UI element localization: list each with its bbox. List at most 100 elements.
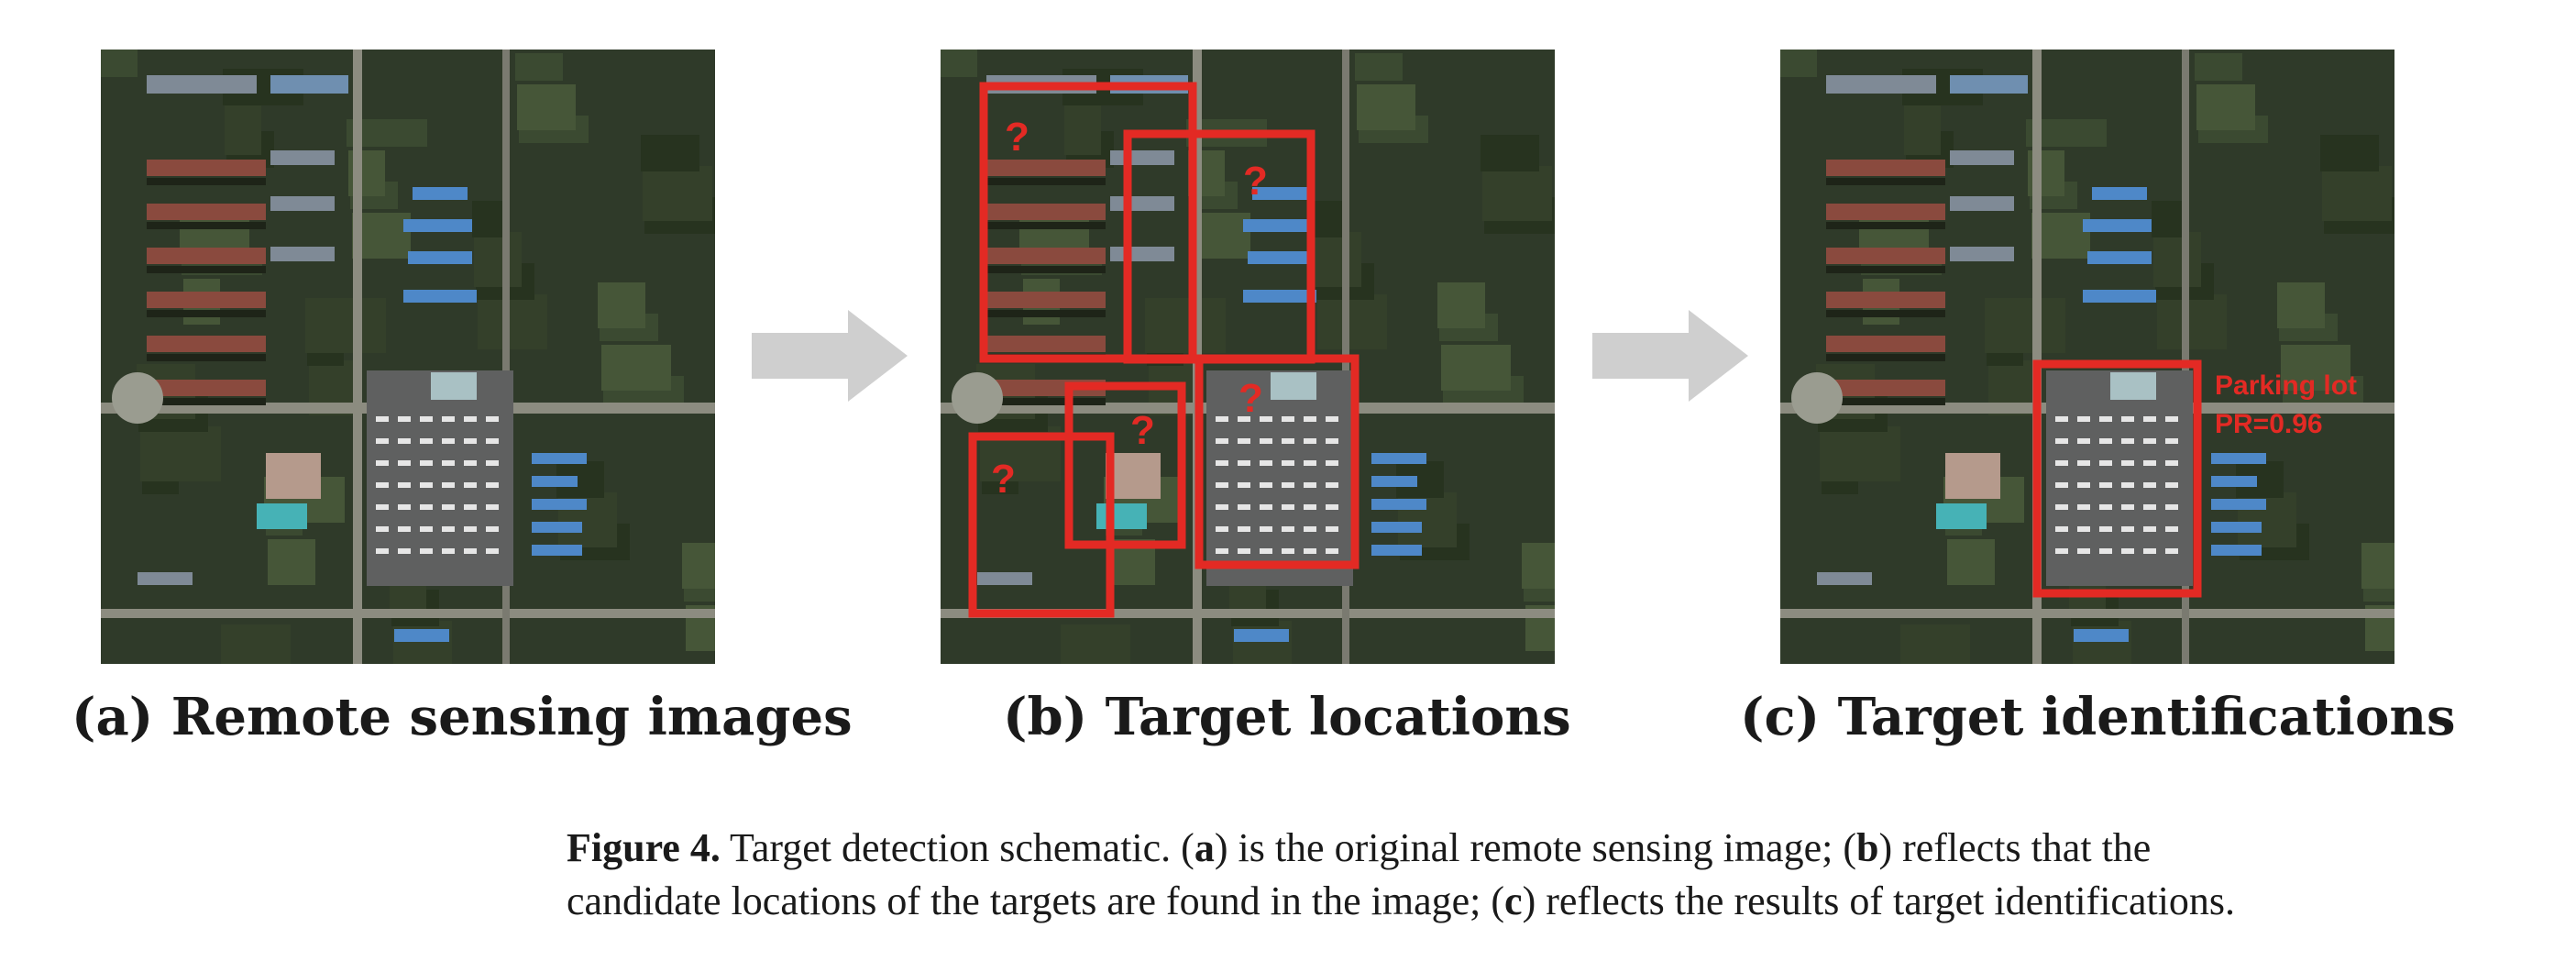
building-roof	[2211, 476, 2257, 487]
vegetation-patch	[1985, 298, 2065, 353]
parked-vehicle	[1304, 438, 1316, 444]
road	[502, 50, 510, 664]
building-roof	[147, 336, 266, 352]
parked-vehicle	[2121, 482, 2134, 488]
building-roof	[147, 204, 266, 220]
building-roof	[403, 219, 472, 232]
vegetation-patch	[1900, 624, 1970, 664]
parked-vehicle	[2055, 482, 2068, 488]
building-roof	[2211, 545, 2262, 556]
vegetation-patch	[305, 298, 386, 353]
building-shadow	[1826, 354, 1945, 361]
vegetation-patch	[1780, 50, 1817, 77]
building-roof	[147, 292, 266, 308]
parked-vehicle	[2143, 504, 2156, 510]
parked-vehicle	[1282, 504, 1294, 510]
building-roof	[147, 75, 257, 94]
parked-vehicle	[1282, 482, 1294, 488]
vegetation-patch	[641, 135, 699, 171]
caption-text: ) is the original remote sensing image; …	[1214, 825, 1856, 870]
parked-vehicle	[376, 482, 389, 488]
parked-vehicle	[420, 438, 433, 444]
building-roof	[2211, 522, 2262, 533]
arrow-shape	[752, 310, 908, 402]
parked-vehicle	[1238, 548, 1250, 554]
building-roof	[1243, 290, 1316, 303]
parked-vehicle	[486, 460, 499, 466]
building-shadow	[1826, 178, 1945, 185]
parked-vehicle	[1326, 416, 1338, 422]
vegetation-patch	[1947, 539, 1995, 585]
parked-vehicle	[2121, 416, 2134, 422]
building-roof	[270, 150, 335, 165]
question-mark-1: ?	[1005, 115, 1029, 160]
parked-vehicle	[442, 460, 455, 466]
building-roof	[1110, 196, 1174, 211]
parked-vehicle	[420, 548, 433, 554]
building-shadow	[147, 178, 266, 185]
building-shadow	[986, 266, 1106, 273]
parked-vehicle	[2099, 526, 2112, 532]
building-roof	[1271, 372, 1316, 400]
parked-vehicle	[1326, 460, 1338, 466]
building-shadow	[986, 178, 1106, 185]
parked-vehicle	[1304, 460, 1316, 466]
parked-vehicle	[398, 438, 411, 444]
building-roof	[270, 247, 335, 261]
parked-vehicle	[1238, 504, 1250, 510]
plaza	[1791, 372, 1843, 424]
parked-vehicle	[1260, 438, 1272, 444]
building-roof	[1826, 75, 1936, 94]
parked-vehicle	[420, 460, 433, 466]
parked-vehicle	[464, 416, 477, 422]
parked-vehicle	[1260, 548, 1272, 554]
question-mark-3: ?	[1238, 376, 1263, 421]
parked-vehicle	[2121, 438, 2134, 444]
plaza	[952, 372, 1003, 424]
vegetation-patch	[1522, 543, 1555, 589]
parked-vehicle	[464, 438, 477, 444]
parked-vehicle	[2165, 482, 2178, 488]
parked-vehicle	[486, 416, 499, 422]
parked-vehicle	[398, 460, 411, 466]
parked-vehicle	[420, 504, 433, 510]
building-roof	[1106, 453, 1161, 499]
vegetation-patch	[2153, 232, 2201, 287]
vegetation-patch	[1061, 624, 1130, 664]
figure-caption-line-2: candidate locations of the targets are f…	[567, 875, 2565, 928]
vegetation-patch	[1355, 53, 1403, 81]
parked-vehicle	[1216, 548, 1228, 554]
building-roof	[532, 476, 578, 487]
building-shadow	[1826, 266, 1945, 273]
parked-vehicle	[2143, 548, 2156, 554]
building-shadow	[147, 222, 266, 229]
building-roof	[986, 292, 1106, 308]
building-roof	[1110, 150, 1174, 165]
parked-vehicle	[2165, 416, 2178, 422]
building-roof	[1826, 160, 1945, 176]
parked-vehicle	[2077, 526, 2090, 532]
caption-c: (c) Target identifications	[1740, 687, 2456, 747]
building-roof	[2110, 372, 2156, 400]
parked-vehicle	[2143, 416, 2156, 422]
parked-vehicle	[1238, 526, 1250, 532]
building-roof	[147, 380, 266, 396]
building-roof	[532, 499, 587, 510]
satellite-scene	[1780, 50, 2394, 664]
identified-parking-lot-box	[2032, 359, 2202, 598]
building-roof	[1950, 247, 2014, 261]
vegetation-patch	[225, 100, 261, 155]
building-roof	[986, 204, 1106, 220]
parked-vehicle	[1282, 526, 1294, 532]
arrow-right-icon	[1592, 310, 1748, 405]
building-roof	[1371, 522, 1422, 533]
road	[2032, 50, 2042, 664]
parked-vehicle	[2099, 504, 2112, 510]
parked-vehicle	[2055, 438, 2068, 444]
building-roof	[1945, 453, 2000, 499]
parked-vehicle	[2165, 548, 2178, 554]
parked-vehicle	[1216, 526, 1228, 532]
parked-vehicle	[2055, 416, 2068, 422]
vegetation-patch	[682, 543, 715, 589]
parked-vehicle	[1326, 482, 1338, 488]
